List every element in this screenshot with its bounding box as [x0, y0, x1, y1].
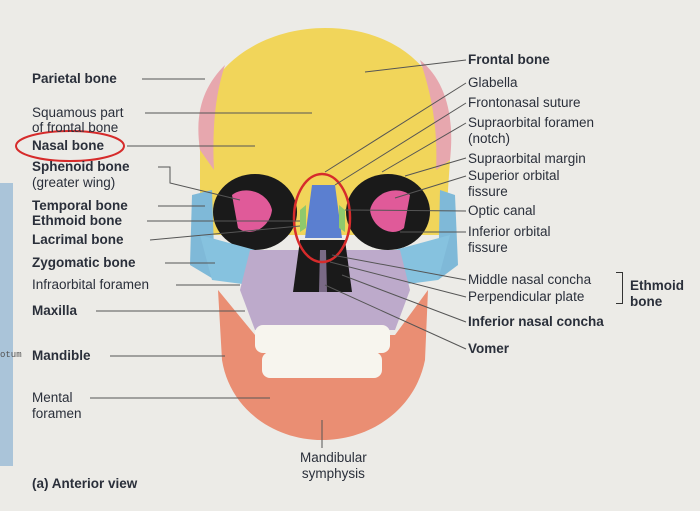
supraorbital-margin-label: Supraorbital margin — [468, 151, 586, 166]
lacrimal-bone-label: Lacrimal bone — [32, 232, 124, 247]
inferior-nasal-concha-label: Inferior nasal concha — [468, 314, 604, 329]
figure-caption: (a) Anterior view — [32, 476, 138, 491]
optic-canal-label: Optic canal — [468, 203, 536, 218]
zygomatic-right-shape — [395, 235, 450, 285]
leader-lines-left — [90, 78, 323, 448]
nose-highlight-circle — [292, 172, 352, 264]
nasal-bone-shape — [305, 185, 342, 238]
mandibular-symphysis-label: Mandibular symphysis — [300, 450, 367, 481]
parietal-bone-label: Parietal bone — [32, 71, 117, 86]
parietal-bone-left-shape — [198, 65, 225, 170]
perpendicular-plate-label: Perpendicular plate — [468, 289, 585, 304]
inferior-orbital-fissure-label: Inferior orbital fissure — [468, 224, 551, 255]
lower-teeth — [262, 352, 382, 378]
supraorbital-foramen-label: Supraorbital foramen (notch) — [468, 115, 595, 146]
ethmoid-bracket — [616, 272, 623, 304]
mental-foramen-label: Mental foramen — [32, 390, 82, 421]
vomer-shape — [319, 250, 327, 292]
mandible-label: Mandible — [32, 348, 91, 363]
ethmoid-bone-right-label: Ethmoid bone — [630, 278, 684, 309]
greater-wing-label: (greater wing) — [32, 175, 116, 190]
maxilla-label: Maxilla — [32, 303, 78, 318]
parietal-bone-right-shape — [420, 60, 452, 170]
zygomatic-bone-label: Zygomatic bone — [32, 255, 136, 270]
middle-nasal-concha-label: Middle nasal concha — [468, 272, 592, 287]
of-frontal-bone-label: of frontal bone — [32, 120, 119, 135]
zygomatic-left-shape — [200, 235, 255, 285]
frontal-bone-label: Frontal bone — [468, 52, 550, 67]
upper-teeth — [255, 325, 390, 353]
nasal-bone-highlight-circle — [15, 130, 125, 162]
infraorbital-foramen-label: Infraorbital foramen — [32, 277, 150, 292]
glabella-label: Glabella — [468, 75, 518, 90]
side-tab — [0, 183, 13, 466]
temporal-bone-label: Temporal bone — [32, 198, 128, 213]
squamous-part-label: Squamous part — [32, 105, 124, 120]
sphenoid-left-shape — [232, 190, 272, 232]
leader-lines-right — [324, 59, 467, 350]
superior-orbital-fissure-label: Superior orbital fissure — [468, 168, 560, 199]
sphenoid-bone-label: Sphenoid bone — [32, 159, 130, 174]
ethmoid-shape — [300, 205, 345, 232]
nasal-bone-label: Nasal bone — [32, 138, 105, 153]
ethmoid-bone-left-label: Ethmoid bone — [32, 213, 122, 228]
vomer-label: Vomer — [468, 341, 510, 356]
sphenoid-right-shape — [370, 190, 410, 232]
frontonasal-suture-label: Frontonasal suture — [468, 95, 581, 110]
side-tab-text: otum — [0, 350, 22, 360]
